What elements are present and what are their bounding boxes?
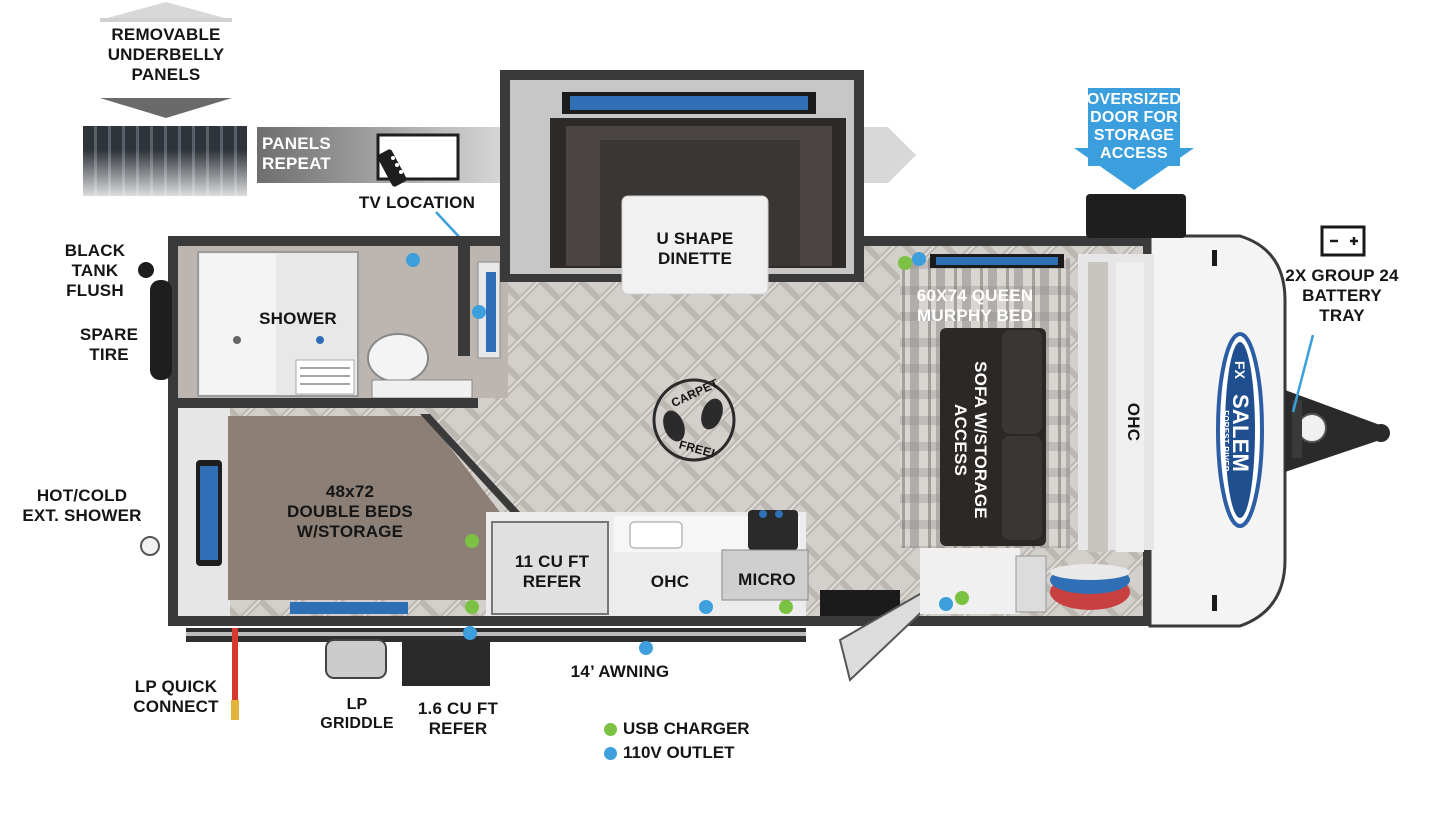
tv-icon xyxy=(376,133,460,187)
micro-label: MICRO xyxy=(738,570,796,589)
sofa-label: SOFA W/STORAGE ACCESS xyxy=(951,361,990,519)
legend-110v-outlet: 110V OUTLET xyxy=(604,743,734,763)
hot-cold-shower-label: HOT/COLD EXT. SHOWER xyxy=(22,486,142,525)
brand-sub-label: FOREST RIVER xyxy=(1221,410,1230,472)
legend-usb-charger: USB CHARGER xyxy=(604,719,750,739)
outdoor-refer-label: 1.6 CU FT REFER xyxy=(417,699,499,738)
black-tank-flush-label: BLACK TANK FLUSH xyxy=(64,241,126,300)
awning-label: 14’ AWNING xyxy=(570,662,670,681)
double-beds-label: 48x72 DOUBLE BEDS W/STORAGE xyxy=(287,482,413,541)
storage-door-arrow xyxy=(1074,88,1194,190)
legend-outlet-label: 110V OUTLET xyxy=(623,743,735,762)
trailer-body xyxy=(138,70,1390,720)
ohc-front-label: OHC xyxy=(1124,402,1143,442)
battery-tray-label: 2X GROUP 24 BATTERY TRAY xyxy=(1285,266,1399,325)
lp-griddle-label: LP GRIDDLE xyxy=(320,696,394,732)
lp-quick-connect-label: LP QUICK CONNECT xyxy=(133,677,219,716)
refer-label: 11 CU FT REFER xyxy=(514,552,590,591)
outlet-dot-icon xyxy=(604,746,617,760)
murphy-bed-label: 60X74 QUEEN MURPHY BED xyxy=(916,286,1034,325)
brand-fx-label: FX xyxy=(1232,360,1248,380)
ohc-kitchen-label: OHC xyxy=(650,572,690,591)
legend-usb-label: USB CHARGER xyxy=(623,719,750,738)
spare-tire-label: SPARE TIRE xyxy=(79,325,139,364)
shower-label: SHOWER xyxy=(259,309,337,328)
underbelly-panels-graphic xyxy=(83,2,247,200)
usb-charger-dot-icon xyxy=(604,722,617,736)
outlet-dots xyxy=(406,252,969,655)
brand-label: SALEM xyxy=(1228,394,1253,472)
carpet-free-icon xyxy=(652,378,736,462)
tv-location-label: TV LOCATION xyxy=(358,193,476,212)
removable-panels-label: REMOVABLE UNDERBELLY PANELS xyxy=(107,25,225,84)
storage-door-label: OVERSIZED DOOR FOR STORAGE ACCESS xyxy=(1086,91,1182,162)
panels-repeat-label: PANELS REPEAT xyxy=(262,134,331,173)
battery-icon xyxy=(1320,225,1366,257)
u-dinette-label: U SHAPE DINETTE xyxy=(656,229,734,268)
